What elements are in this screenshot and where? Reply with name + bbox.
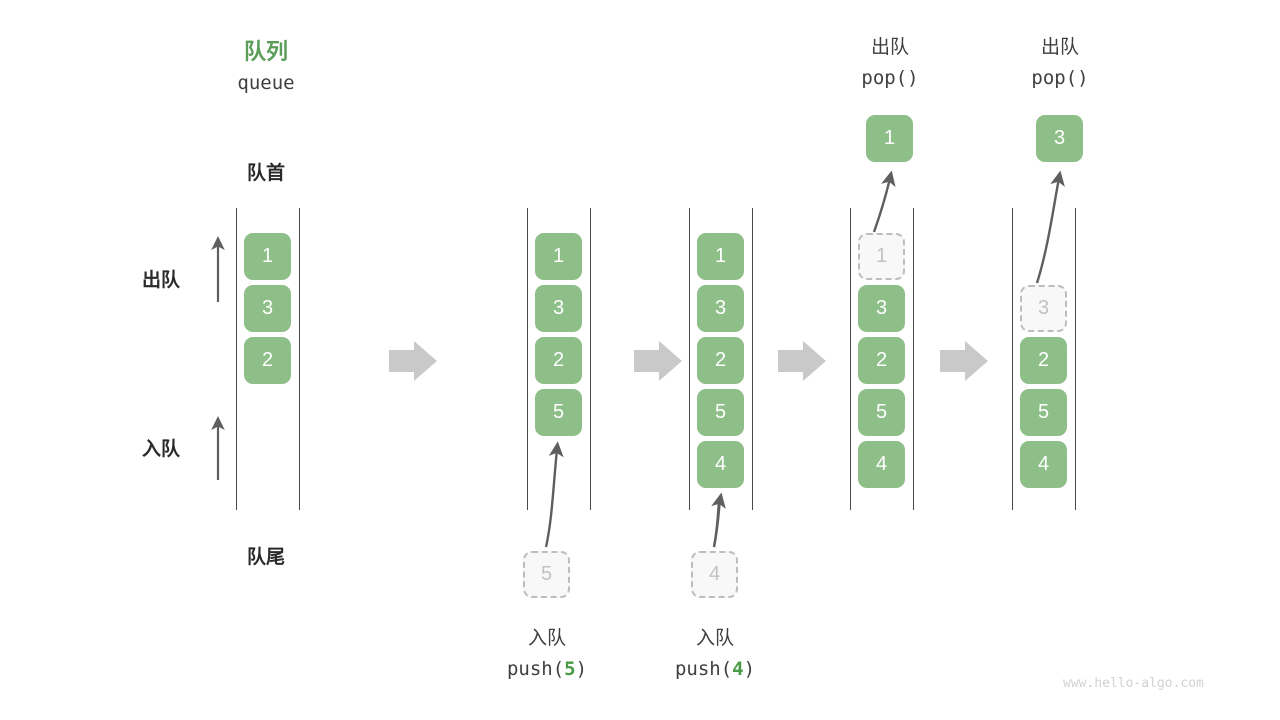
queue-cell: 4: [858, 441, 905, 488]
popped-element: 3: [1036, 115, 1083, 162]
rear-label: 队尾: [246, 547, 285, 568]
queue-cell: 3: [858, 285, 905, 332]
rail-left-step-2: [527, 208, 528, 510]
popped-element: 1: [866, 115, 913, 162]
pop-code-step-4: pop(): [861, 67, 919, 89]
rail-right-step-1: [299, 208, 300, 510]
pop-label-cn-step-4: 出队: [870, 37, 909, 58]
queue-cell: 1: [244, 233, 291, 280]
flow-arrow-icon: [940, 341, 988, 381]
push-arrow-icon: [544, 441, 564, 548]
push-code-step-2: push(5): [477, 658, 617, 680]
queue-cell-ghost: 1: [858, 233, 905, 280]
pop-arrow-icon: [872, 170, 896, 233]
rail-right-step-3: [752, 208, 753, 510]
enqueue-direction-label: 入队: [142, 439, 181, 460]
flow-arrow-icon: [778, 341, 826, 381]
queue-cell: 1: [535, 233, 582, 280]
queue-title-cn: 队列: [243, 39, 288, 64]
rail-right-step-2: [590, 208, 591, 510]
rail-left-step-4: [850, 208, 851, 510]
rail-left-step-3: [689, 208, 690, 510]
code-suffix: ): [575, 658, 588, 680]
rail-left-step-1: [236, 208, 237, 510]
queue-title-en: queue: [237, 72, 295, 94]
queue-cell: 3: [244, 285, 291, 332]
queue-cell: 2: [858, 337, 905, 384]
flow-arrow-icon: [389, 341, 437, 381]
pop-code-step-5: pop(): [1031, 67, 1089, 89]
queue-cell: 4: [1020, 441, 1067, 488]
flow-arrow-icon: [634, 341, 682, 381]
dequeue-direction-label: 出队: [142, 270, 181, 291]
code-arg: 4: [732, 658, 744, 680]
push-arrow-icon: [711, 492, 726, 548]
queue-cell: 5: [697, 389, 744, 436]
rail-right-step-4: [913, 208, 914, 510]
queue-cell-ghost: 3: [1020, 285, 1067, 332]
push-code-step-3: push(4): [645, 658, 785, 680]
watermark: www.hello-algo.com: [1063, 676, 1204, 691]
rail-left-step-5: [1012, 208, 1013, 510]
code-arg: 5: [564, 658, 576, 680]
staged-element: 5: [523, 551, 570, 598]
code-prefix: push(: [674, 658, 733, 680]
queue-cell: 3: [535, 285, 582, 332]
queue-cell: 5: [535, 389, 582, 436]
queue-cell: 2: [1020, 337, 1067, 384]
queue-cell: 2: [535, 337, 582, 384]
rail-right-step-5: [1075, 208, 1076, 510]
front-label: 队首: [246, 163, 285, 184]
queue-cell: 5: [858, 389, 905, 436]
queue-cell: 2: [244, 337, 291, 384]
queue-cell: 2: [697, 337, 744, 384]
queue-cell: 1: [697, 233, 744, 280]
queue-cell: 5: [1020, 389, 1067, 436]
queue-cell: 3: [697, 285, 744, 332]
queue-cell: 4: [697, 441, 744, 488]
pop-label-cn-step-5: 出队: [1040, 37, 1079, 58]
push-label-cn-step-2: 入队: [527, 628, 566, 649]
pop-arrow-icon: [1035, 170, 1065, 284]
staged-element: 4: [691, 551, 738, 598]
code-prefix: push(: [506, 658, 565, 680]
code-suffix: ): [743, 658, 756, 680]
push-label-cn-step-3: 入队: [695, 628, 734, 649]
